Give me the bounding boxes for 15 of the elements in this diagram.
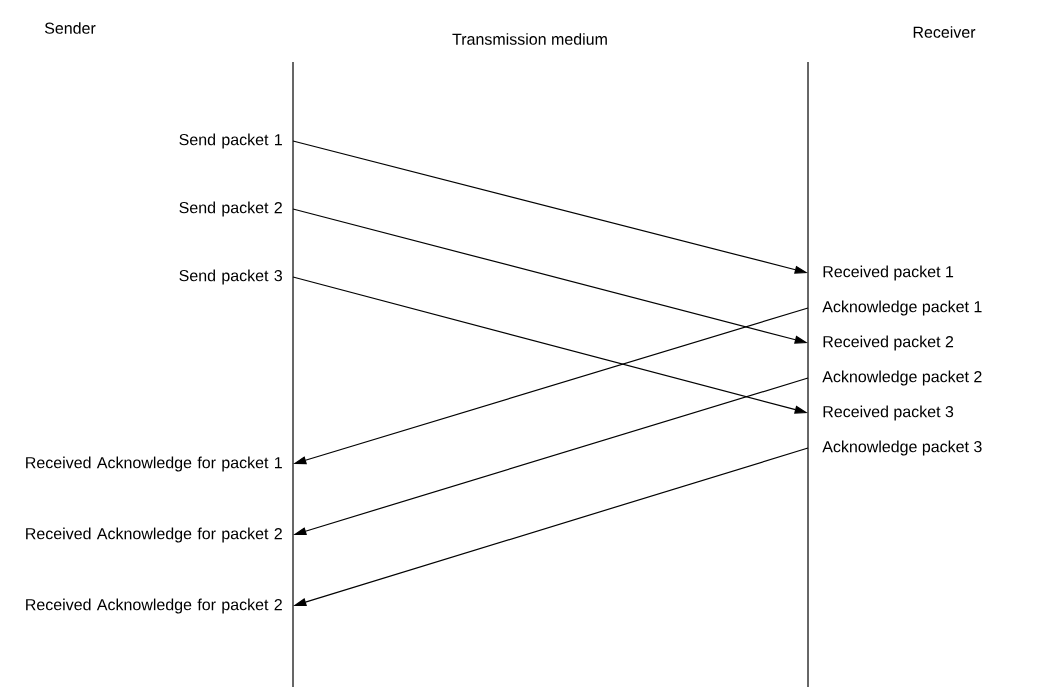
event-label: Acknowledge packet 1 <box>822 300 982 316</box>
event-label: Acknowledge packet 3 <box>822 440 982 456</box>
event-label: Send packet 3 <box>179 269 282 285</box>
event-label: Acknowledge packet 2 <box>822 370 982 386</box>
event-label: Send packet 1 <box>179 133 282 149</box>
column-heading: Transmission medium <box>452 33 607 45</box>
event-label: Received Acknowledge for packet 1 <box>26 456 282 472</box>
column-heading: Sender <box>44 22 96 34</box>
event-label: Received packet 2 <box>823 335 954 351</box>
event-label: Received packet 1 <box>823 265 954 281</box>
event-label: Received packet 3 <box>823 405 954 421</box>
event-label: Received Acknowledge for packet 2 <box>26 527 282 543</box>
event-label: Send packet 2 <box>179 201 282 217</box>
event-label: Received Acknowledge for packet 2 <box>26 598 282 614</box>
column-heading: Receiver <box>913 26 976 38</box>
